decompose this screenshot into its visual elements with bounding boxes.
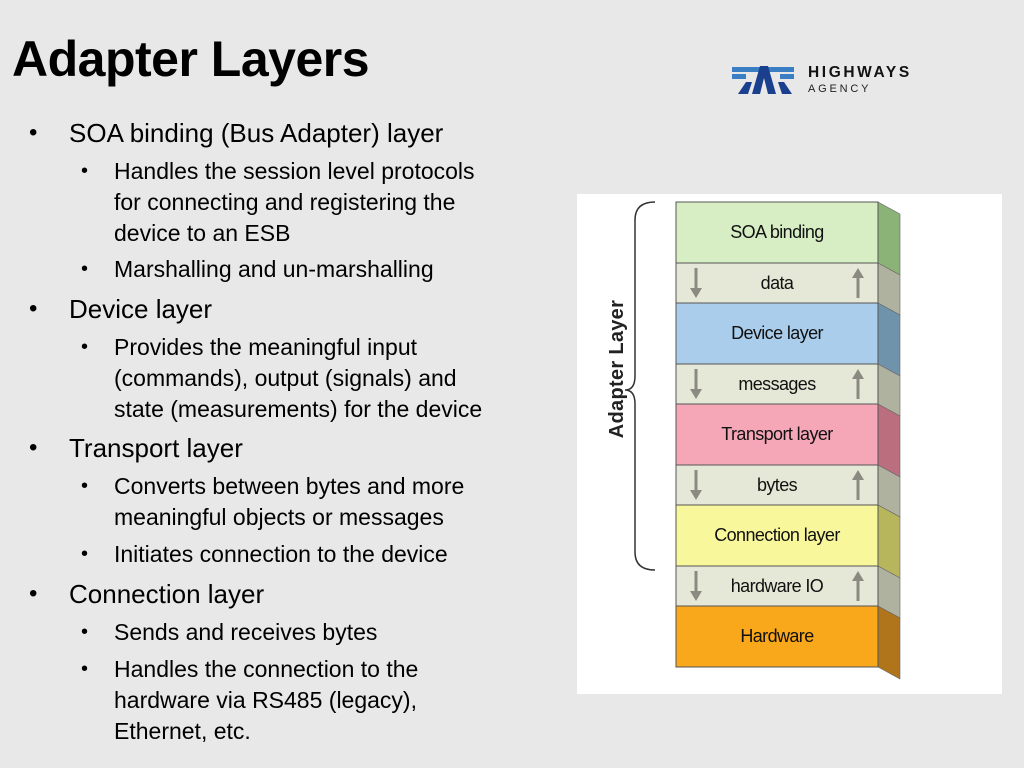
logo-subtitle: AGENCY (808, 83, 872, 95)
down-arrow-icon (690, 369, 702, 399)
layer-label-connection-layer: Connection layer (714, 525, 840, 545)
layer-label-hardware: Hardware (740, 626, 814, 646)
layer-box-0 (675, 201, 879, 264)
logo-name: HIGHWAYS (808, 64, 912, 81)
bullet-soa-binding: SOA binding (Bus Adapter) layer (29, 118, 443, 148)
highways-logo-icon (732, 66, 794, 94)
layer-side-2 (877, 302, 901, 377)
bullet-transport-layer: Transport layer (29, 433, 243, 463)
layer-label-hardware-io: hardware IO (730, 575, 824, 596)
sub-bullet-line: meaningful objects or messages (114, 504, 444, 530)
sub-bullet-line: Initiates connection to the device (114, 541, 448, 567)
sub-bullet-line: (commands), output (signals) and (114, 365, 457, 391)
layer-box-3 (675, 363, 879, 405)
layer-label-transport-layer: Transport layer (721, 424, 833, 444)
adapter-layer-label: Adapter Layer (606, 299, 628, 439)
up-arrow-icon (852, 470, 864, 500)
down-arrow-icon (690, 571, 702, 601)
layer-label-bytes: bytes (756, 474, 798, 495)
sub-bullet: Provides the meaningful input (commands)… (81, 332, 544, 425)
up-arrow-icon (852, 369, 864, 399)
layer-side-6 (877, 504, 901, 579)
sub-bullet-line: Handles the session level protocols (114, 158, 475, 184)
slide-title: Adapter Layers (12, 31, 370, 87)
layer-label-data: data (760, 272, 794, 293)
sub-bullet: Handles the session level protocols for … (81, 156, 544, 249)
sub-bullet-line: for connecting and registering the (114, 189, 456, 215)
adapter-layer-bracket (624, 201, 656, 571)
sub-bullet: Handles the connection to the hardware v… (81, 654, 544, 747)
layer-box-1 (675, 262, 879, 304)
sub-bullet-line: state (measurements) for the device (114, 396, 483, 422)
layer-box-4 (675, 403, 879, 466)
layer-box-7 (675, 565, 879, 607)
sub-bullet-line: Provides the meaningful input (114, 334, 418, 360)
layer-label-soa-binding: SOA binding (730, 222, 824, 242)
highways-agency-logo: HIGHWAYS AGENCY (730, 62, 950, 98)
up-arrow-icon (852, 268, 864, 298)
layer-box-2 (675, 302, 879, 365)
layer-box-5 (675, 464, 879, 506)
sub-bullet: Marshalling and un-marshalling (81, 254, 544, 285)
layer-side-0 (877, 201, 901, 276)
sub-bullet: Converts between bytes and more meaningf… (81, 471, 544, 533)
bullet-connection-layer: Connection layer (29, 579, 264, 609)
layer-box-6 (675, 504, 879, 567)
layer-box-8 (675, 605, 879, 668)
sub-bullet-line: hardware via RS485 (legacy), (114, 687, 417, 713)
sub-bullet: Initiates connection to the device (81, 539, 544, 570)
sub-bullet-line: Ethernet, etc. (114, 718, 251, 744)
sub-bullet-line: Sends and receives bytes (114, 619, 378, 645)
up-arrow-icon (852, 571, 864, 601)
layer-side-8 (877, 605, 901, 680)
sub-bullet-line: Handles the connection to the (114, 656, 419, 682)
down-arrow-icon (690, 268, 702, 298)
bullet-device-layer: Device layer (29, 294, 212, 324)
down-arrow-icon (690, 470, 702, 500)
layer-side-4 (877, 403, 901, 478)
diagram-graphics (624, 201, 901, 680)
layer-label-messages: messages (738, 373, 816, 394)
sub-bullet-line: device to an ESB (114, 220, 291, 246)
sub-bullet: Sends and receives bytes (81, 617, 544, 648)
layer-label-device-layer: Device layer (731, 323, 823, 343)
sub-bullet-line: Marshalling and un-marshalling (114, 256, 434, 282)
sub-bullet-line: Converts between bytes and more (114, 473, 465, 499)
